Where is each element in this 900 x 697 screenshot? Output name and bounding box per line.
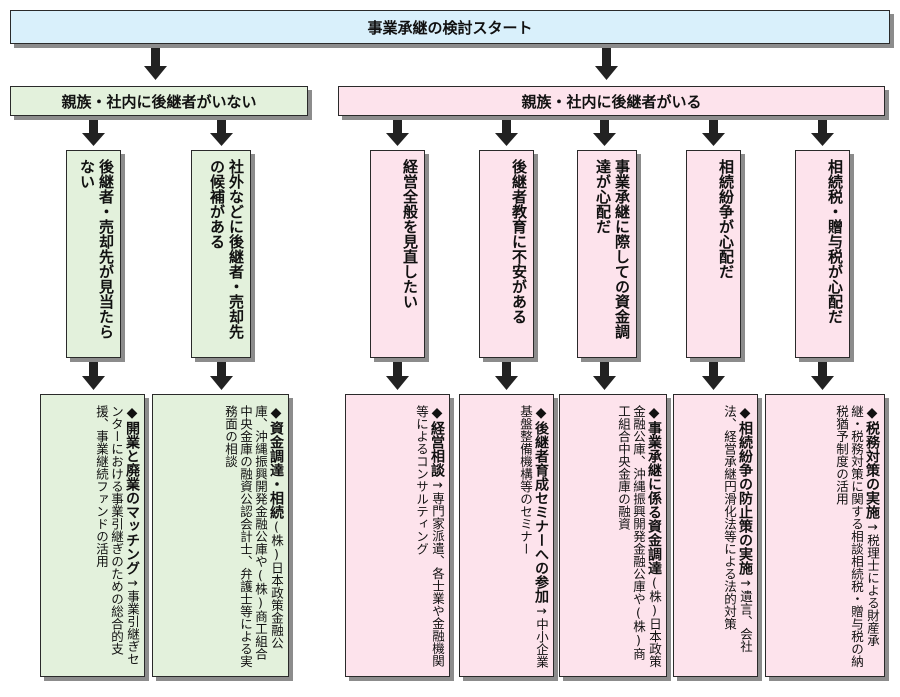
arrow-header-to-issue-3 — [386, 119, 409, 146]
solution-body: →税理士による財産承継・税務対策に関する相談相続税・贈与税の納税猶予制度の活用 — [834, 405, 880, 668]
arrow-issue-to-solution-5 — [593, 362, 616, 390]
solution-box: ◆経営相談→専門家派遣、各士業や金融機関等によるコンサルティング — [345, 394, 450, 677]
start-box: 事業承継の検討スタート — [10, 10, 890, 44]
arrow-issue-to-solution-3 — [386, 362, 409, 390]
solution-box: ◆事業承継に係る資金調達(株)日本政策金融公庫、沖縄振興開発金融公庫や(株)商工… — [559, 394, 667, 677]
solution-box: ◆開業と廃業のマッチング→事業引継ぎセンターにおける事業引継ぎのための総合的支援… — [40, 394, 145, 677]
branch-no-successor-label: 親族・社内に後継者がいない — [61, 92, 257, 111]
issue-text: 事業承継に際しての資金調達が心配だ — [594, 159, 631, 339]
solution-body: (株)日本政策金融公庫、沖縄振興開発金融公庫や(株)商工組合中央金庫の融資公認会… — [223, 405, 284, 668]
issue-box: 後継者・売却先が見当たらない — [66, 150, 121, 358]
branch-no-successor: 親族・社内に後継者がいない — [10, 86, 308, 116]
issue-text: 後継者・売却先が見当たらない — [78, 159, 115, 339]
arrow-header-to-issue-2 — [210, 119, 233, 146]
solution-title: ◆税務対策の実施 — [864, 405, 880, 519]
solution-box: ◆資金調達・相続(株)日本政策金融公庫、沖縄振興開発金融公庫や(株)商工組合中央… — [152, 394, 289, 677]
solution-body: →専門家派遣、各士業や金融機関等によるコンサルティング — [414, 405, 445, 667]
solution-title: ◆相続紛争の防止策の実施 — [737, 405, 753, 575]
issue-text: 社外などに後継者・売却先の候補がある — [208, 159, 245, 339]
issue-text: 後継者教育に不安がある — [510, 159, 528, 324]
issue-text: 相続税・贈与税が心配だ — [826, 159, 844, 324]
branch-has-successor-label: 親族・社内に後継者がいる — [521, 92, 702, 111]
arrow-issue-to-solution-2 — [210, 362, 233, 390]
issue-box: 相続紛争が心配だ — [686, 150, 741, 358]
arrow-top-to-right-branch — [595, 46, 618, 80]
issue-box: 相続税・贈与税が心配だ — [795, 150, 850, 358]
arrow-header-to-issue-4 — [495, 119, 518, 146]
start-label: 事業承継の検討スタート — [367, 18, 533, 37]
arrow-issue-to-solution-4 — [495, 362, 518, 390]
issue-box: 後継者教育に不安がある — [479, 150, 534, 358]
solution-box: ◆相続紛争の防止策の実施→遺言、会社法、経営承継円滑化法等による法的対策 — [673, 394, 758, 677]
issue-box: 事業承継に際しての資金調達が心配だ — [577, 150, 637, 358]
arrow-header-to-issue-1 — [82, 119, 105, 146]
arrow-header-to-issue-5 — [593, 119, 616, 146]
arrow-header-to-issue-6 — [702, 119, 725, 146]
issue-box: 社外などに後継者・売却先の候補がある — [191, 150, 251, 358]
solution-body: →遺言、会社法、経営承継円滑化法等による法的対策 — [722, 405, 753, 653]
solution-title: ◆事業承継に係る資金調達 — [646, 405, 662, 575]
arrow-top-to-left-branch — [144, 46, 167, 80]
solution-title: ◆後継者育成セミナーへの参加 — [533, 405, 549, 603]
arrow-issue-to-solution-6 — [702, 362, 725, 390]
issue-box: 経営全般を見直したい — [370, 150, 425, 358]
solution-body: →事業引継ぎセンターにおける事業引継ぎのための総合的支援、事業継続ファンドの活用 — [94, 405, 140, 665]
arrow-issue-to-solution-1 — [82, 362, 105, 390]
issue-text: 経営全般を見直したい — [401, 159, 419, 309]
solution-title: ◆資金調達・相続 — [268, 405, 284, 519]
solution-box: ◆税務対策の実施→税理士による財産承継・税務対策に関する相談相続税・贈与税の納税… — [765, 394, 885, 677]
solution-box: ◆後継者育成セミナーへの参加→中小企業基盤整備機構等のセミナー — [459, 394, 554, 677]
solution-title: ◆開業と廃業のマッチング — [124, 405, 140, 575]
solution-body: →中小企業基盤整備機構等のセミナー — [518, 405, 549, 668]
solution-title: ◆経営相談 — [429, 405, 445, 477]
solution-body: (株)日本政策金融公庫、沖縄振興開発金融公庫や(株)商工組合中央金庫の融資 — [616, 405, 662, 668]
branch-has-successor: 親族・社内に後継者がいる — [338, 86, 885, 116]
issue-text: 相続紛争が心配だ — [717, 159, 735, 279]
arrow-header-to-issue-7 — [811, 119, 834, 146]
arrow-issue-to-solution-7 — [811, 362, 834, 390]
